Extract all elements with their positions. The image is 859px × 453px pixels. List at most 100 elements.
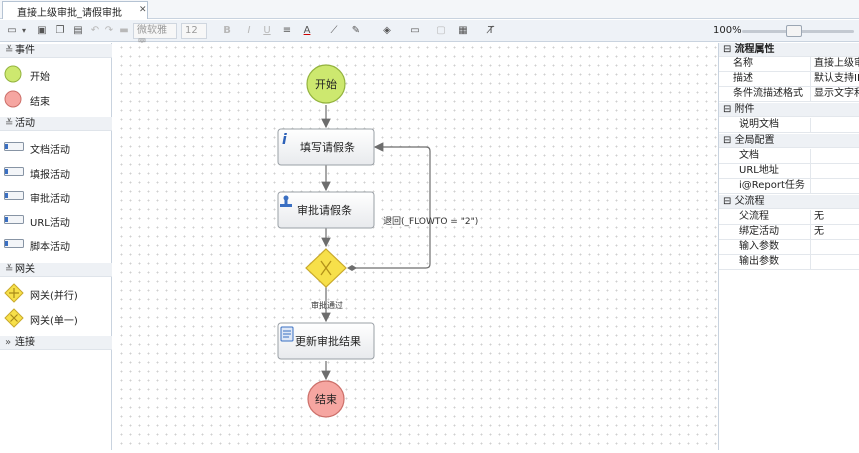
palette-panel: ≚事件 开始 结束 ≚活动 文档活动 填报活动 审批活动 URL活动 脚本活动 … (0, 43, 112, 450)
left-splitter[interactable] (113, 43, 117, 450)
paste-icon[interactable]: ▤ (73, 25, 83, 36)
image-icon[interactable]: ▦ (458, 25, 468, 36)
prop-value[interactable] (812, 255, 859, 270)
prop-value[interactable] (812, 164, 859, 179)
palette-item-doc-activity[interactable]: 文档活动 (0, 137, 112, 157)
border-icon[interactable]: ▢ (436, 25, 446, 36)
underline-button[interactable]: U (263, 25, 271, 36)
collapse-icon: ⊟ (723, 104, 735, 115)
properties-panel: ⊟ 流程属性 名称直接上级审 描述默认支持IR 条件流描述格式显示文字和 ⊟ 附… (718, 43, 859, 450)
palette-item-url-activity[interactable]: URL活动 (0, 210, 112, 230)
undo-icon[interactable]: ↶ (90, 25, 100, 36)
copy-icon[interactable]: ❐ (55, 25, 65, 36)
prop-name: 绑定活动 (719, 225, 811, 240)
palette-section-gateways[interactable]: ≚网关 (0, 263, 112, 277)
font-color-button[interactable]: A (303, 25, 311, 36)
approve-activity-node[interactable]: 审批请假条 (277, 191, 375, 229)
prop-row[interactable]: 输出参数 (719, 255, 859, 270)
palette-section-connections[interactable]: »连接 (0, 336, 112, 350)
prop-group-process[interactable]: ⊟ 流程属性 (719, 43, 859, 57)
palette-item-exclusive-gateway[interactable]: 网关(单一) (0, 308, 112, 328)
delete-icon[interactable]: ▬ (119, 25, 129, 36)
font-size-select[interactable]: 12 (181, 23, 207, 39)
prop-row[interactable]: 文档 (719, 149, 859, 164)
section-label: 网关 (15, 264, 35, 275)
palette-section-events[interactable]: ≚事件 (0, 44, 112, 58)
close-icon[interactable]: ✕ (139, 5, 147, 15)
prop-name: 名称 (719, 57, 811, 72)
prop-group-global[interactable]: ⊟ 全局配置 (719, 134, 859, 148)
palette-item-script-activity[interactable]: 脚本活动 (0, 234, 112, 254)
prop-group-parent[interactable]: ⊟ 父流程 (719, 195, 859, 209)
update-label: 更新审批结果 (295, 334, 361, 348)
tab-title: 直接上级审批_请假审批 (17, 8, 122, 19)
menu-icon[interactable]: ▭ (7, 25, 17, 36)
prop-value[interactable]: 默认支持IR (814, 73, 859, 84)
prop-row[interactable]: 名称直接上级审 (719, 57, 859, 72)
prop-row[interactable]: 输入参数 (719, 240, 859, 255)
collapse-icon: ≚ (5, 264, 14, 275)
toolbar: ▭ ▾ ▣ ❐ ▤ ↶ ↷ ▬ 微软雅黑 12 B I U ≡ A ⟋ ✎ ◈ … (0, 20, 859, 50)
shape-fill-icon[interactable]: ▭ (410, 25, 420, 36)
prop-name: 描述 (719, 72, 811, 87)
prop-row[interactable]: 条件流描述格式显示文字和 (719, 87, 859, 102)
prop-name: 父流程 (719, 210, 811, 225)
save-icon[interactable]: ▣ (37, 25, 47, 36)
zoom-slider-thumb[interactable] (786, 25, 802, 37)
return-edge-label[interactable]: 退回(_FLOWTO = "2") (383, 216, 478, 227)
fill-form-label: 填写请假条 (300, 140, 355, 154)
palette-item-start[interactable]: 开始 (0, 64, 112, 84)
collapse-icon: ≚ (5, 45, 14, 56)
line-style-icon[interactable]: ⟋ (330, 25, 338, 36)
palette-item-fill-activity[interactable]: 填报活动 (0, 162, 112, 182)
end-event-node[interactable]: 结束 (307, 380, 345, 418)
end-label: 结束 (315, 393, 337, 406)
prop-value[interactable] (812, 240, 859, 255)
diagram-canvas[interactable]: 退回(_FLOWTO = "2") 审批通过 开始 i 填写请假条 审批请假条 (117, 43, 717, 450)
prop-value[interactable]: 直接上级审 (814, 58, 859, 69)
start-event-node[interactable]: 开始 (306, 64, 346, 104)
palette-item-label: 文档活动 (30, 145, 70, 156)
palette-section-activities[interactable]: ≚活动 (0, 117, 112, 131)
font-family-select[interactable]: 微软雅黑 (133, 23, 177, 50)
italic-button[interactable]: I (247, 25, 251, 36)
prop-group-attachment[interactable]: ⊟ 附件 (719, 103, 859, 117)
font-size-value: 12 (185, 25, 198, 36)
prop-row[interactable]: 描述默认支持IR (719, 72, 859, 87)
prop-value[interactable] (812, 118, 859, 133)
palette-item-label: 网关(并行) (30, 291, 78, 302)
align-icon[interactable]: ≡ (282, 25, 292, 36)
prop-row[interactable]: i@Report任务 (719, 179, 859, 194)
prop-row[interactable]: 说明文档 (719, 118, 859, 133)
clear-format-icon[interactable]: T̸ (487, 25, 495, 36)
prop-row[interactable]: URL地址 (719, 164, 859, 179)
palette-item-approve-activity[interactable]: 审批活动 (0, 186, 112, 206)
edge-return[interactable] (350, 142, 431, 269)
prop-value[interactable]: 无 (814, 211, 824, 222)
update-result-activity-node[interactable]: 更新审批结果 (277, 322, 375, 360)
palette-item-end[interactable]: 结束 (0, 89, 112, 109)
pass-edge-label[interactable]: 审批通过 (311, 300, 343, 310)
activity-icon (4, 167, 24, 176)
line-color-icon[interactable]: ✎ (351, 25, 361, 36)
palette-item-parallel-gateway[interactable]: 网关(并行) (0, 283, 112, 303)
palette-item-label: 脚本活动 (30, 242, 70, 253)
fill-form-activity-node[interactable]: i 填写请假条 (277, 128, 375, 166)
prop-row[interactable]: 父流程无 (719, 210, 859, 225)
prop-row[interactable]: 绑定活动无 (719, 225, 859, 240)
fill-color-icon[interactable]: ◈ (383, 25, 391, 36)
stamp-icon (280, 195, 292, 207)
bold-button[interactable]: B (223, 25, 231, 36)
prop-value[interactable] (812, 149, 859, 164)
tab-process[interactable]: 直接上级审批_请假审批 ✕ (2, 1, 148, 19)
approve-label: 审批请假条 (297, 203, 352, 217)
start-event-icon (4, 65, 22, 83)
exclusive-gateway-node[interactable] (305, 248, 347, 288)
section-label: 活动 (15, 118, 35, 129)
chevron-down-icon[interactable]: ▾ (21, 26, 26, 35)
prop-value[interactable] (812, 179, 859, 194)
prop-value[interactable]: 显示文字和 (814, 88, 859, 99)
edge-source-diamond (347, 265, 357, 271)
prop-value[interactable]: 无 (814, 226, 824, 237)
redo-icon[interactable]: ↷ (104, 25, 114, 36)
